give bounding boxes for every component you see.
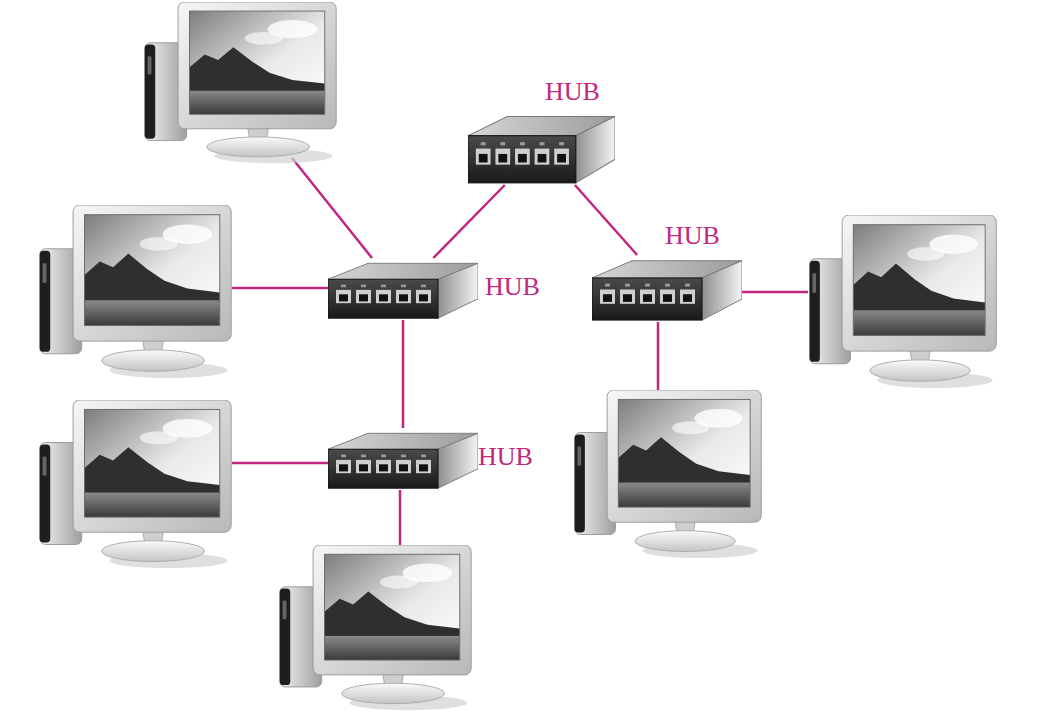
- hub-label: HUB: [545, 77, 600, 106]
- hub-shape: [328, 433, 478, 488]
- label-holder: HUB: [545, 77, 600, 107]
- hub-shape: [328, 263, 478, 318]
- wire: [292, 158, 372, 258]
- computer-icon: [145, 2, 336, 163]
- computer-icon: [575, 390, 762, 558]
- hub-node: HUB: [328, 428, 478, 490]
- hub-shape: [468, 116, 615, 182]
- computer-icon: [280, 545, 471, 710]
- wire: [232, 462, 328, 465]
- hub-shape: [592, 261, 742, 320]
- label-holder: HUB: [665, 221, 720, 251]
- computer-icon: [810, 215, 997, 388]
- hub-link: [575, 185, 637, 255]
- wire: [657, 322, 660, 392]
- label-holder: HUB: [485, 272, 540, 302]
- hub-icon: [328, 258, 478, 320]
- wire: [232, 287, 328, 290]
- hub-icon: [328, 428, 478, 490]
- hub-label: HUB: [478, 442, 533, 471]
- hub-node: HUB: [592, 255, 742, 322]
- wire: [742, 291, 808, 294]
- label-holder: HUB: [478, 442, 533, 472]
- hub-node: HUB: [468, 110, 615, 185]
- hub-icon: [592, 255, 742, 322]
- hub-icon: [468, 110, 615, 185]
- hub-link: [402, 320, 405, 428]
- hub-label: HUB: [485, 272, 540, 301]
- hub-link: [433, 185, 504, 258]
- wire: [399, 490, 402, 547]
- hub-label: HUB: [665, 221, 720, 250]
- hub-node: HUB: [328, 258, 478, 320]
- computer-icon: [40, 400, 231, 568]
- computer-icon: [40, 205, 231, 378]
